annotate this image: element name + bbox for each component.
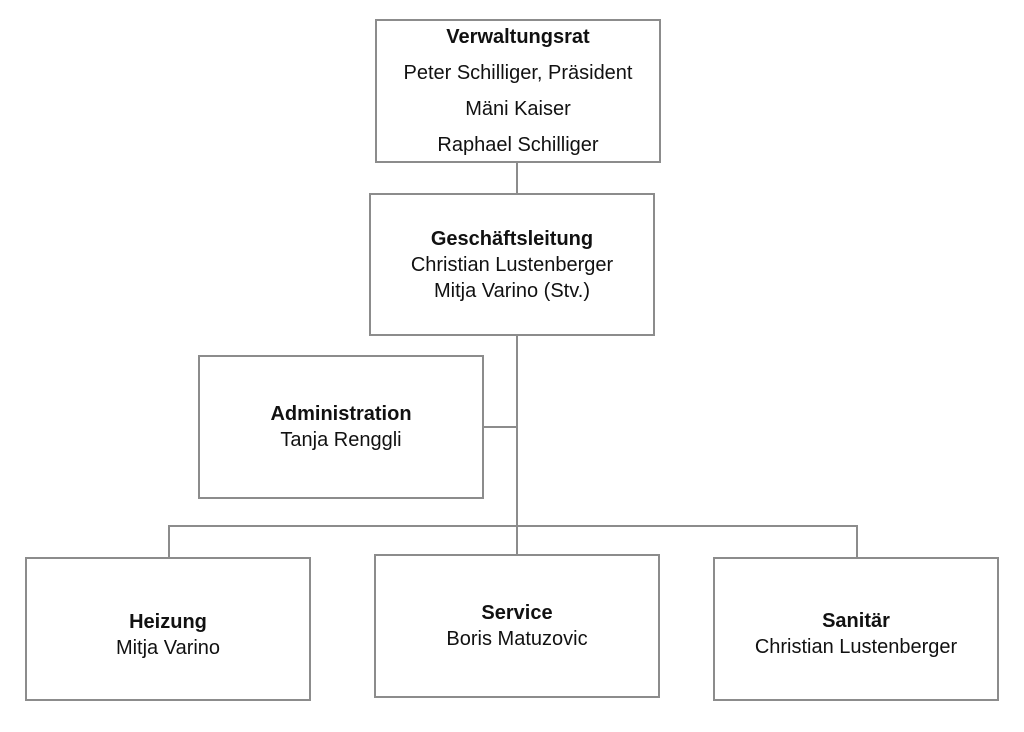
department-member: Mitja Varino xyxy=(115,637,221,659)
verwaltungsrat-title: Verwaltungsrat xyxy=(446,26,590,48)
department-member: Christian Lustenberger xyxy=(754,636,958,658)
connector-sanitaer xyxy=(856,525,858,558)
geschaeftsleitung-box: Geschäftsleitung Christian Lustenberger … xyxy=(369,193,655,336)
connector-heizung xyxy=(168,525,170,558)
verwaltungsrat-member: Peter Schilliger, Präsident xyxy=(403,62,633,84)
department-member: Boris Matuzovic xyxy=(446,628,588,650)
department-title: Service xyxy=(481,602,553,624)
geschaeftsleitung-member: Mitja Varino (Stv.) xyxy=(434,279,590,302)
connector-gl-trunk xyxy=(516,334,518,556)
department-box-service: Service Boris Matuzovic xyxy=(374,554,660,698)
connector-vr-gl xyxy=(516,161,518,194)
verwaltungsrat-member: Raphael Schilliger xyxy=(437,134,599,156)
department-box-sanitaer: Sanitär Christian Lustenberger xyxy=(713,557,999,701)
administration-box: Administration Tanja Renggli xyxy=(198,355,484,499)
geschaeftsleitung-title: Geschäftsleitung xyxy=(430,227,594,250)
department-title: Heizung xyxy=(129,611,207,633)
connector-departments-bar xyxy=(168,525,858,527)
department-title: Sanitär xyxy=(822,610,890,632)
administration-title: Administration xyxy=(270,403,412,425)
department-box-heizung: Heizung Mitja Varino xyxy=(25,557,311,701)
verwaltungsrat-box: Verwaltungsrat Peter Schilliger, Präside… xyxy=(375,19,661,163)
administration-member: Tanja Renggli xyxy=(280,429,402,451)
geschaeftsleitung-member: Christian Lustenberger xyxy=(410,253,614,276)
verwaltungsrat-member: Mäni Kaiser xyxy=(465,98,571,120)
connector-administration xyxy=(482,426,518,428)
